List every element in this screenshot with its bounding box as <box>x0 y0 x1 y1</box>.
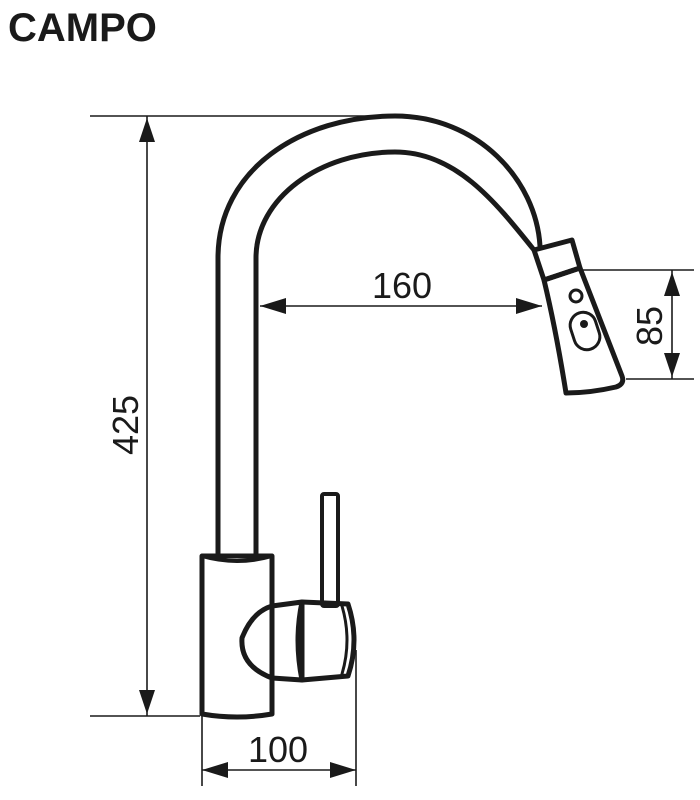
spray-toggle-dot-icon <box>580 320 588 328</box>
dimension-label-spray-head: 85 <box>629 306 670 346</box>
spray-button-icon <box>568 288 584 304</box>
handle-knob-face <box>340 604 349 676</box>
dimension-height-total: 425 <box>90 115 396 717</box>
dimension-base-width: 100 <box>201 650 357 786</box>
spray-head <box>541 265 626 396</box>
body-top-ellipse <box>200 554 274 563</box>
handle-lever <box>320 492 340 608</box>
spray-toggle-icon <box>568 310 602 352</box>
faucet-body <box>199 553 275 720</box>
dimension-label-reach: 160 <box>372 265 432 306</box>
product-title: CAMPO <box>8 6 157 50</box>
handle-knob <box>295 599 357 683</box>
spout-inner-curve <box>253 149 537 559</box>
dimension-spray-head: 85 <box>582 269 694 380</box>
faucet-outline <box>199 113 626 720</box>
dimension-label-base-width: 100 <box>248 729 308 770</box>
dimension-reach: 160 <box>260 265 542 314</box>
handle-connector <box>239 599 305 683</box>
spout-outer-curve <box>215 113 543 559</box>
dimension-label-height: 425 <box>105 395 146 455</box>
